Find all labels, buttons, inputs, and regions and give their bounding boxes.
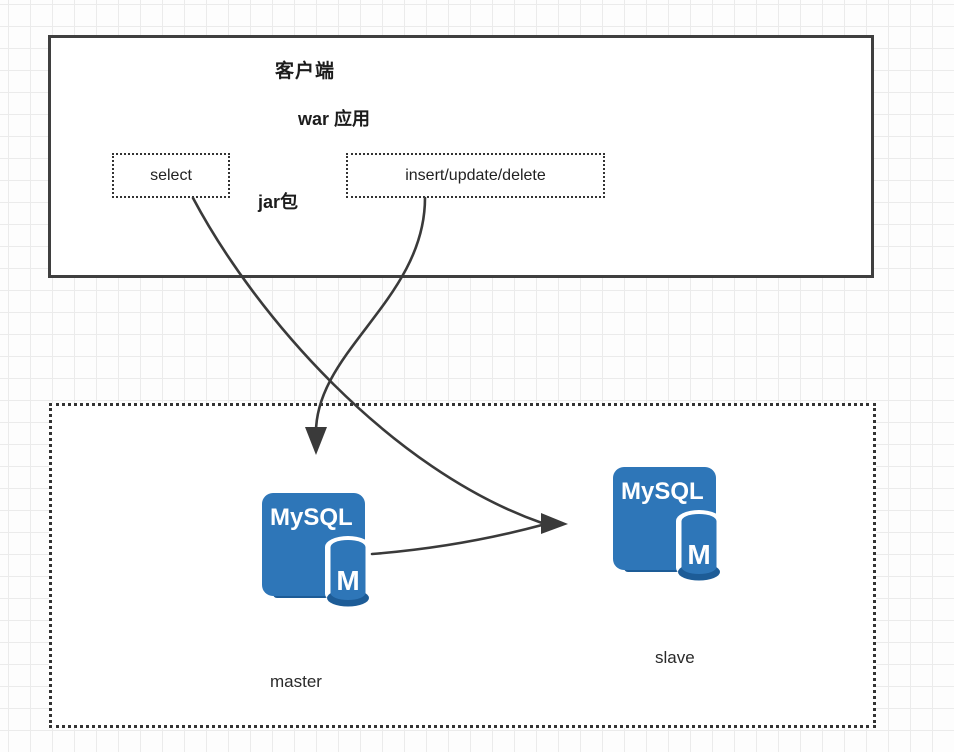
database-cylinder-icon: M [325, 536, 371, 607]
client-title: 客户端 [275, 61, 336, 82]
jar-label: jar包 [258, 192, 299, 212]
master-label: master [270, 672, 322, 691]
war-app-label: war 应用 [298, 109, 371, 129]
mysql-master-icon: MySQL M [262, 493, 371, 607]
mysql-m-badge: M [336, 565, 359, 596]
select-label: select [150, 166, 192, 184]
insert-update-delete-box: insert/update/delete [346, 153, 605, 198]
mysql-slave-icon: MySQL M [613, 467, 722, 581]
database-cylinder-icon: M [676, 510, 722, 581]
mysql-logo-text: MySQL [621, 478, 704, 505]
mysql-logo: MySQL M [262, 493, 371, 607]
db-cluster-box [49, 403, 876, 728]
select-box: select [112, 153, 230, 198]
slave-label: slave [655, 648, 695, 667]
client-box: 客户端 war 应用 select jar包 insert/update/del… [48, 35, 874, 278]
mysql-m-badge: M [687, 539, 710, 570]
insert-update-delete-label: insert/update/delete [405, 166, 546, 184]
mysql-logo: MySQL M [613, 467, 722, 581]
mysql-logo-text: MySQL [270, 504, 353, 531]
